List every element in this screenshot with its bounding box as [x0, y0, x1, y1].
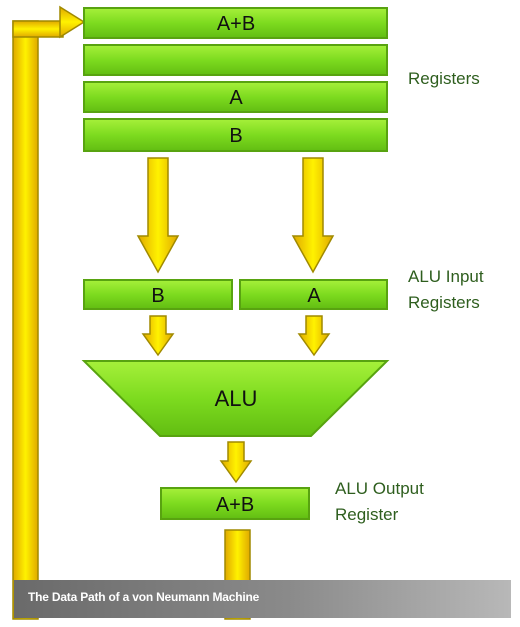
- alu-input-register-a-label: A: [307, 285, 321, 307]
- alu-input-register-a: [239, 279, 388, 310]
- feedback-arrowhead: [59, 5, 86, 39]
- alu-output-register-side-label: ALU Output Register: [335, 476, 424, 528]
- arrow-down-left-large: [136, 157, 180, 274]
- register-b: [83, 118, 388, 152]
- alu-input-label-line2: Registers: [408, 293, 480, 312]
- alu-output-label-line2: Register: [335, 505, 399, 524]
- registers-label-text: Registers: [408, 69, 480, 88]
- feedback-bar-top: [12, 20, 64, 38]
- register-a-label: A: [229, 87, 243, 109]
- feedback-bar-left: [12, 20, 39, 620]
- alu-input-label-line1: ALU Input: [408, 267, 484, 286]
- alu-input-registers-label: ALU Input Registers: [408, 264, 484, 316]
- arrow-down-alu-output: [219, 441, 253, 484]
- alu-input-register-b: [83, 279, 233, 310]
- arrow-down-right-large: [291, 157, 335, 274]
- alu-label: ALU: [215, 386, 258, 411]
- alu-input-register-b-label: B: [151, 285, 164, 307]
- register-empty: [83, 44, 388, 76]
- register-a-plus-b-label: A+B: [217, 13, 255, 35]
- alu-block: [81, 360, 390, 437]
- register-a-plus-b: [83, 7, 388, 39]
- arrow-down-left-small: [141, 315, 175, 357]
- registers-label: Registers: [408, 66, 480, 92]
- alu-output-label-line1: ALU Output: [335, 479, 424, 498]
- caption-text: The Data Path of a von Neumann Machine: [28, 590, 260, 604]
- alu-output-register: [160, 487, 310, 520]
- alu-output-register-label: A+B: [216, 494, 254, 516]
- register-b-label: B: [229, 125, 242, 147]
- caption-bar: The Data Path of a von Neumann Machine: [14, 580, 511, 618]
- arrow-down-right-small: [297, 315, 331, 357]
- register-a: [83, 81, 388, 113]
